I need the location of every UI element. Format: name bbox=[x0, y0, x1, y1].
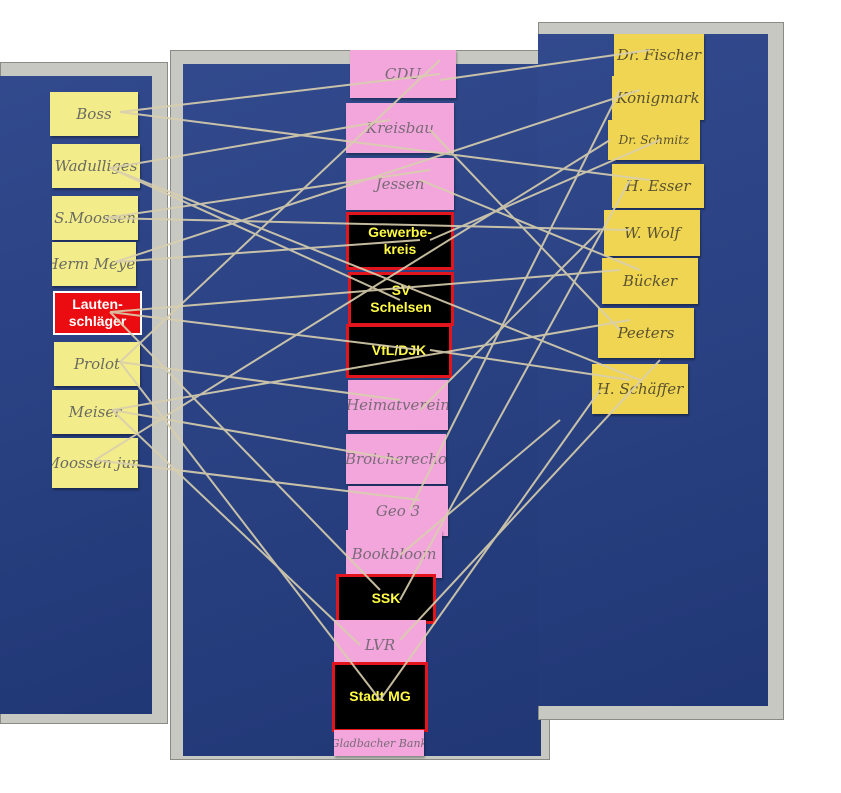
note-cdu: CDU bbox=[350, 50, 456, 98]
note-meyer: Herm Meyer bbox=[52, 242, 136, 286]
note-wadulliges: Wadulliges bbox=[52, 144, 140, 188]
highlight-lautenschlaeger: Lauten- schläger bbox=[53, 291, 142, 335]
note-moossen-jun: Moossen jun. bbox=[52, 438, 138, 488]
note-meiser: Meiser bbox=[52, 390, 138, 434]
note-buecker: Bücker bbox=[602, 258, 698, 304]
note-esser: H. Esser bbox=[612, 164, 704, 208]
note-wolf: W. Wolf bbox=[604, 210, 700, 256]
note-broicherecho: Broicherecho bbox=[346, 434, 446, 484]
highlight-sv-schelsen: SV Schelsen bbox=[348, 272, 454, 326]
note-jessen: Jessen bbox=[346, 158, 454, 210]
note-gladbacher-bank: Gladbacher Bank bbox=[334, 730, 424, 756]
highlight-stadt-mg: Stadt MG bbox=[332, 662, 428, 732]
note-peeters: Peeters bbox=[598, 308, 694, 358]
note-dr-schmitz: Dr. Schmitz bbox=[608, 120, 700, 160]
note-geo3: Geo 3 bbox=[348, 486, 448, 536]
note-boss: Boss bbox=[50, 92, 138, 136]
note-smoossen: S.Moossen bbox=[52, 196, 138, 240]
note-bookbloom: Bookbloom bbox=[346, 530, 442, 578]
note-koenigmark: Königmark bbox=[612, 76, 704, 120]
note-dr-fischer: Dr. Fischer bbox=[614, 34, 704, 76]
highlight-ssk: SSK bbox=[336, 574, 436, 624]
note-kreisbau: Kreisbau bbox=[346, 103, 454, 153]
note-schaeffer: H. Schäffer bbox=[592, 364, 688, 414]
note-heimatverein: Heimatverein bbox=[348, 380, 448, 430]
note-prolot: Prolot bbox=[54, 342, 140, 386]
highlight-vfl-djk: VfL/DJK bbox=[346, 324, 452, 378]
highlight-gewerbekreis: Gewerbe- kreis bbox=[346, 212, 454, 270]
